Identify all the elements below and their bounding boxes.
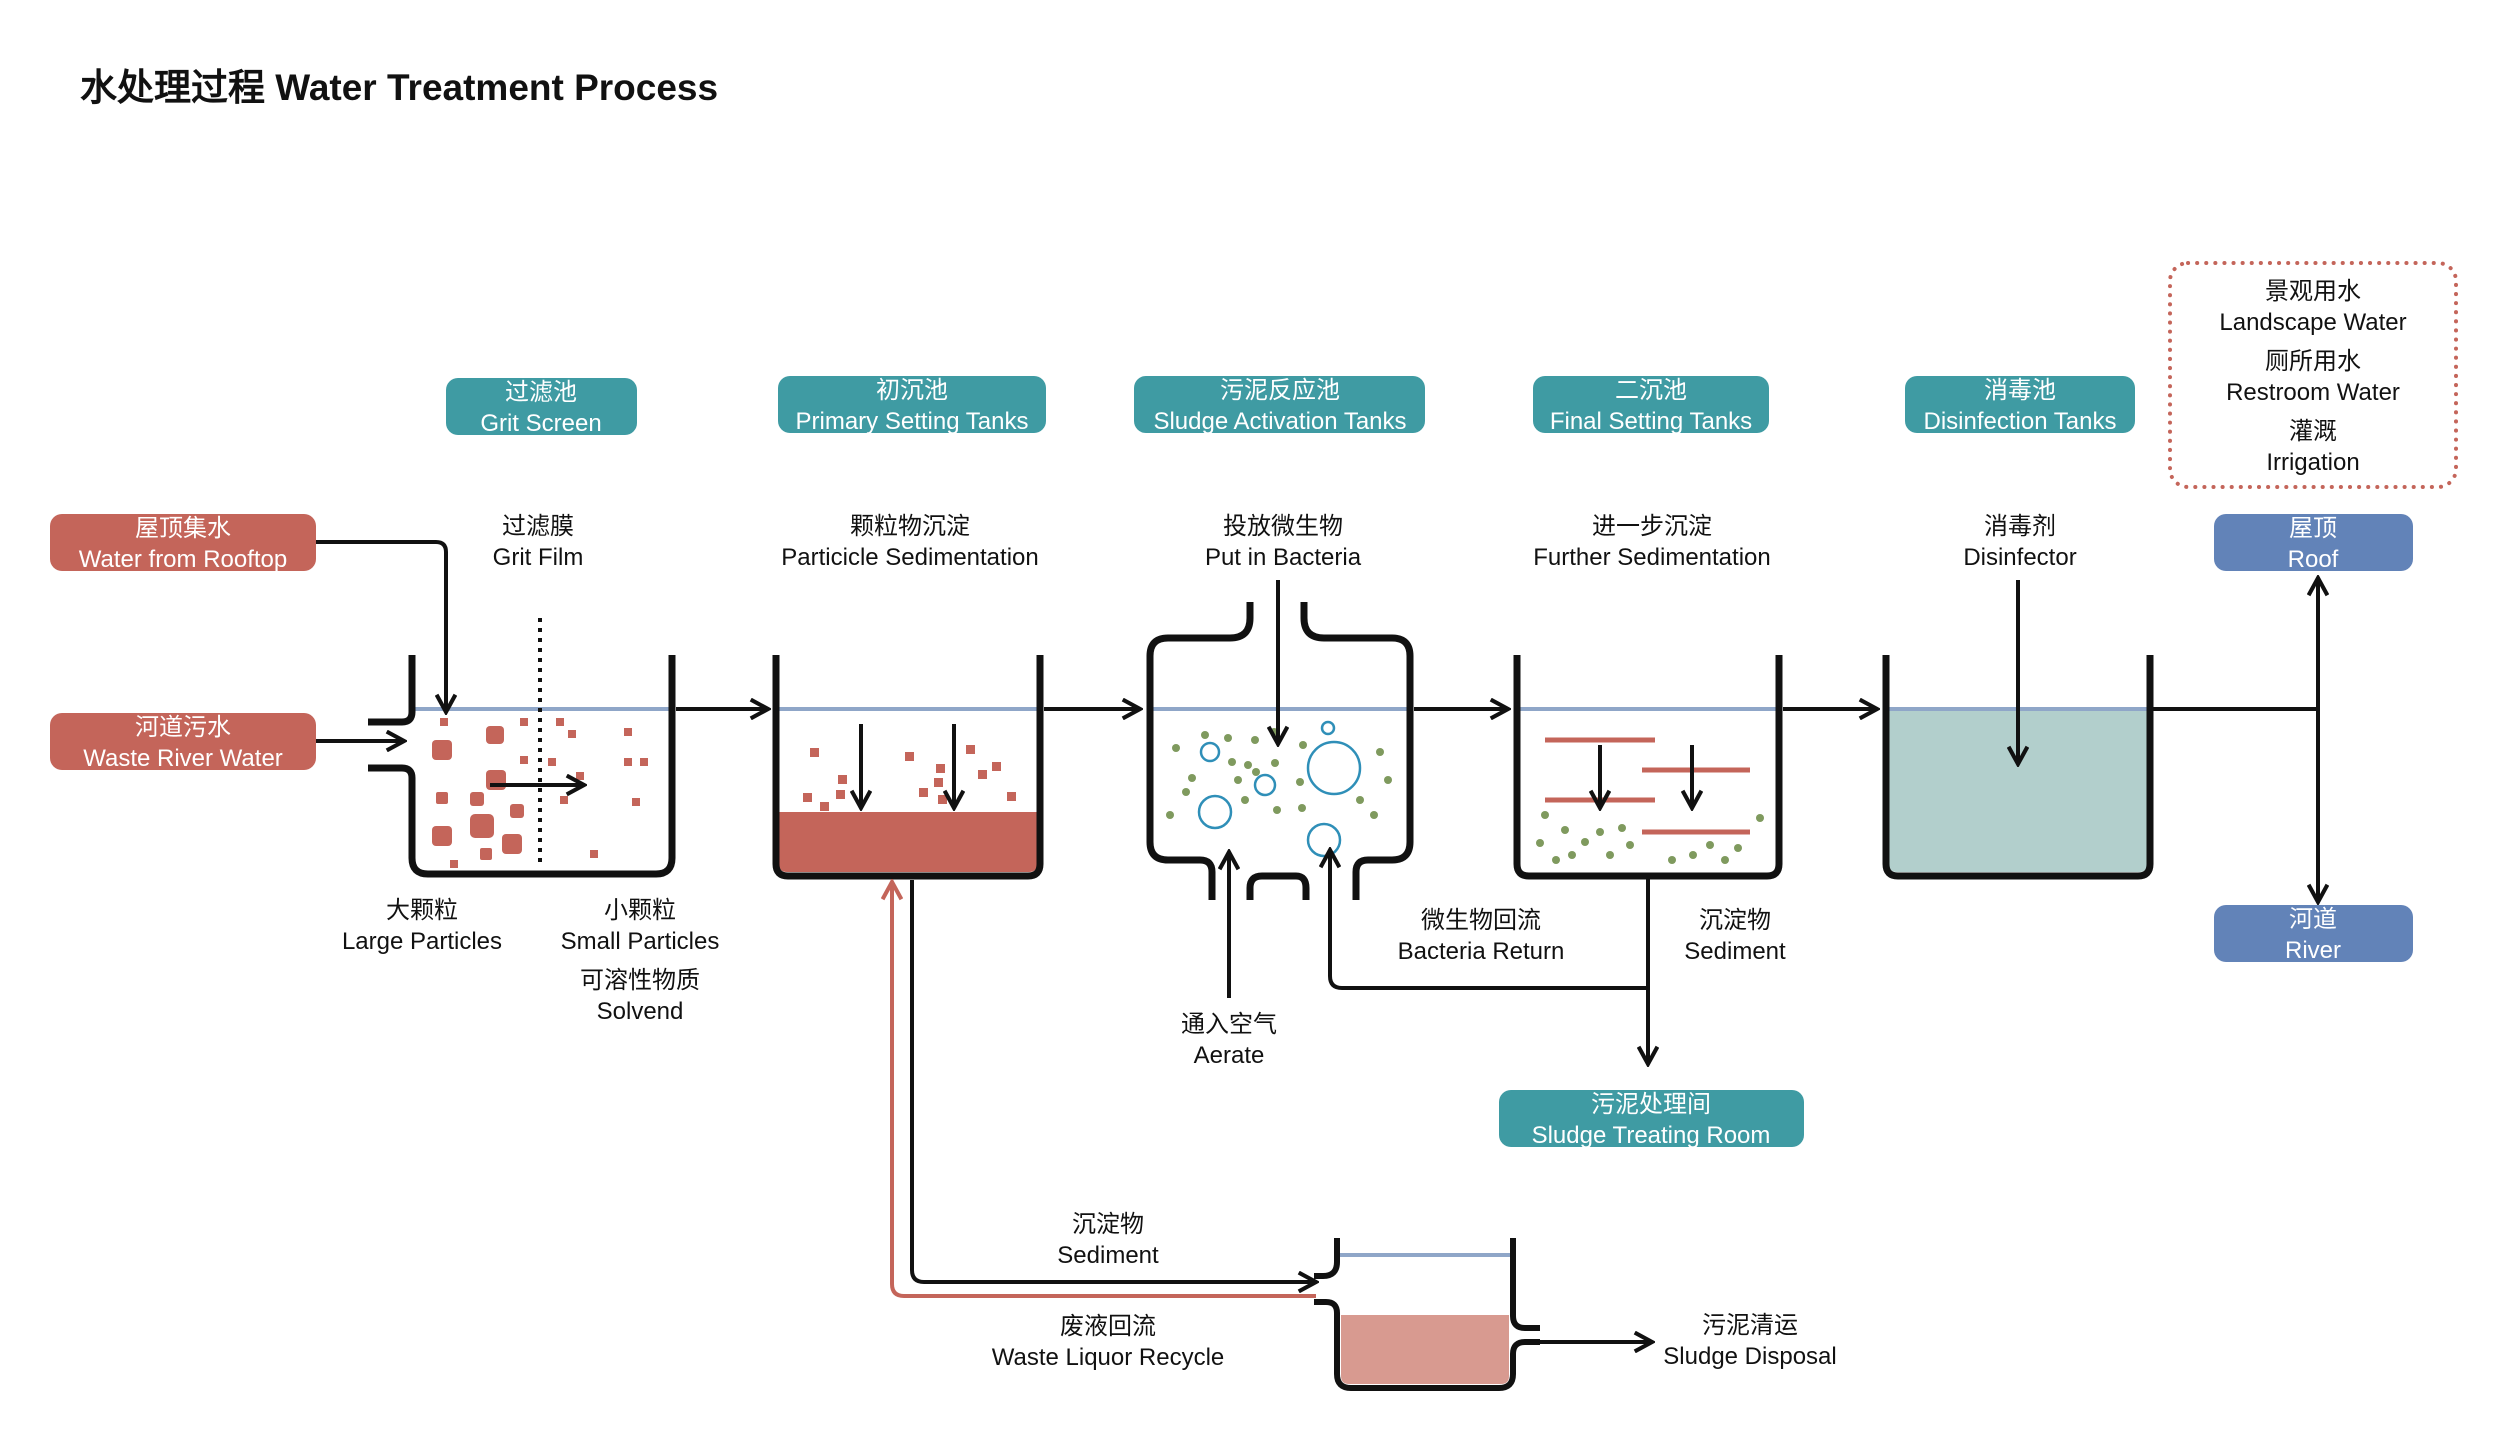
sludge-tank-layer: [1341, 1315, 1509, 1384]
stage-disinfection-cn: 消毒池: [1984, 377, 2056, 404]
input-river-cn: 河道污水: [135, 714, 231, 741]
output-label-roof: 屋顶 Roof: [2214, 514, 2413, 573]
input-rooftop-cn: 屋顶集水: [135, 515, 231, 542]
arrow-rooftop-in: [316, 540, 446, 712]
stage-label-activation: 污泥反应池 Sludge Activation Tanks: [1134, 376, 1425, 435]
disinfection-water: [1889, 709, 2147, 872]
arrow-waste-liquor-recycle: [892, 882, 1316, 1298]
stage-sludge-room-cn: 污泥处理间: [1591, 1091, 1711, 1118]
input-label-river: 河道污水 Waste River Water: [50, 713, 316, 772]
sediment-recycle-cn: 沉淀物: [1072, 1211, 1144, 1238]
bacteria-return-en: Bacteria Return: [1398, 938, 1565, 965]
stage-final-cn: 二沉池: [1615, 377, 1687, 404]
stage-label-primary: 初沉池 Primary Setting Tanks: [778, 376, 1046, 435]
use-restroom-en: Restroom Water: [2226, 379, 2400, 406]
stage-primary-cn: 初沉池: [876, 377, 948, 404]
aerate-en: Aerate: [1194, 1042, 1265, 1069]
sludge-disposal-cn: 污泥清运: [1702, 1312, 1798, 1339]
sediment-final-cn: 沉淀物: [1699, 907, 1771, 934]
waste-liquor-cn: 废液回流: [1060, 1313, 1156, 1340]
input-river-en: Waste River Water: [83, 745, 283, 772]
stage-activation-cn: 污泥反应池: [1220, 377, 1340, 404]
use-landscape-en: Landscape Water: [2219, 309, 2406, 336]
solvend-en: Solvend: [597, 998, 684, 1025]
tank-activation: [1146, 602, 1414, 900]
large-particles-cn: 大颗粒: [386, 897, 458, 924]
stage-label-disinfection: 消毒池 Disinfection Tanks: [1905, 376, 2135, 435]
stage-final-en: Final Setting Tanks: [1550, 408, 1752, 435]
use-irrigation-cn: 灌溉: [2289, 418, 2337, 445]
stage-label-sludge-room: 污泥处理间 Sludge Treating Room: [1499, 1090, 1804, 1149]
output-roof-en: Roof: [2288, 546, 2339, 573]
tank-sludge: [1314, 1238, 1540, 1391]
aerate-cn: 通入空气: [1181, 1011, 1277, 1038]
large-particles-en: Large Particles: [342, 928, 502, 955]
bacteria-return-cn: 微生物回流: [1421, 907, 1541, 934]
stage-sludge-room-en: Sludge Treating Room: [1532, 1122, 1771, 1149]
stage-label-final: 二沉池 Final Setting Tanks: [1533, 376, 1769, 435]
water-uses-box: 景观用水 Landscape Water 厕所用水 Restroom Water…: [2168, 261, 2458, 489]
arrow-sediment-to-sludge-tank: [910, 880, 1316, 1282]
use-landscape-cn: 景观用水: [2265, 278, 2361, 305]
small-particles-cn: 小颗粒: [604, 897, 676, 924]
sediment-final-en: Sediment: [1684, 938, 1786, 965]
input-rooftop-en: Water from Rooftop: [79, 546, 288, 573]
sludge-disposal-en: Sludge Disposal: [1663, 1343, 1836, 1370]
tank-final: [1513, 655, 1783, 880]
sedimentation-cn: 颗粒物沉淀: [850, 513, 970, 540]
stage-grit-cn: 过滤池: [505, 379, 577, 406]
stage-primary-en: Primary Setting Tanks: [796, 408, 1029, 435]
further-cn: 进一步沉淀: [1592, 513, 1712, 540]
arrow-bacteria-return: [1330, 850, 1648, 990]
output-river-cn: 河道: [2289, 906, 2337, 933]
sediment-recycle-en: Sediment: [1057, 1242, 1159, 1269]
output-roof-cn: 屋顶: [2289, 515, 2337, 542]
bacteria-en: Put in Bacteria: [1205, 544, 1362, 571]
use-irrigation-en: Irrigation: [2266, 449, 2359, 476]
output-river-en: River: [2285, 937, 2341, 964]
disinfector-en: Disinfector: [1963, 544, 2076, 571]
grit-film-cn: 过滤膜: [502, 513, 574, 540]
primary-sludge-layer: [779, 812, 1037, 872]
further-en: Further Sedimentation: [1533, 544, 1770, 571]
bacteria-cn: 投放微生物: [1223, 513, 1343, 540]
stage-activation-en: Sludge Activation Tanks: [1153, 408, 1406, 435]
stage-label-grit: 过滤池 Grit Screen: [446, 378, 637, 437]
page-title: 水处理过程 Water Treatment Process: [80, 67, 718, 108]
output-label-river: 河道 River: [2214, 905, 2413, 964]
sedimentation-en: Particicle Sedimentation: [781, 544, 1038, 571]
solvend-cn: 可溶性物质: [580, 967, 700, 994]
small-particles-en: Small Particles: [561, 928, 720, 955]
use-restroom-cn: 厕所用水: [2265, 348, 2361, 375]
grit-film-en: Grit Film: [493, 544, 584, 571]
tank-primary: [772, 655, 1044, 880]
tank-grit-screen: [368, 618, 676, 878]
input-label-rooftop: 屋顶集水 Water from Rooftop: [50, 514, 316, 573]
stage-grit-en: Grit Screen: [480, 410, 601, 437]
waste-liquor-en: Waste Liquor Recycle: [992, 1344, 1225, 1371]
stage-disinfection-en: Disinfection Tanks: [1924, 408, 2117, 435]
disinfector-cn: 消毒剂: [1984, 513, 2056, 540]
